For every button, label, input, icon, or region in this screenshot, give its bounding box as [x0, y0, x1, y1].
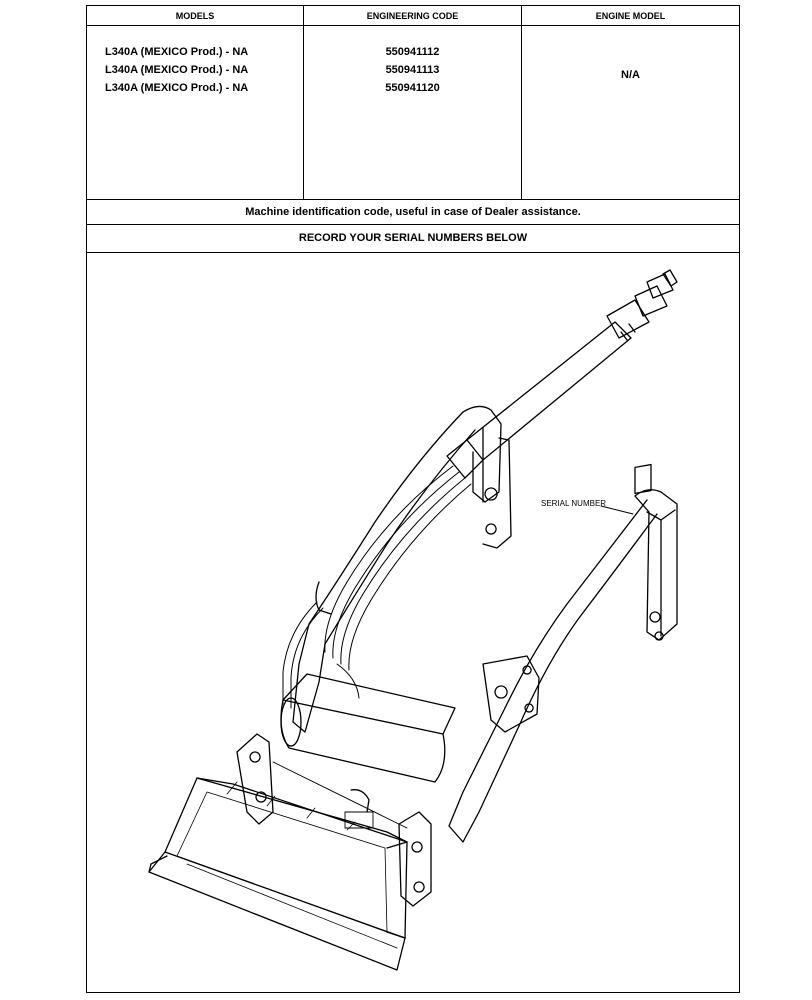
- hydraulic-hoses: [282, 465, 472, 709]
- engine-model-header: ENGINE MODEL: [595, 10, 666, 21]
- models-cell: L340A (MEXICO Prod.) - NA L340A (MEXICO …: [87, 25, 304, 199]
- model-entry: L340A (MEXICO Prod.) - NA: [105, 82, 249, 94]
- engineering-code-header: ENGINEERING CODE: [304, 6, 522, 25]
- engineering-code-entry: 550941112: [385, 46, 440, 58]
- engineering-code-entry: 550941113: [385, 64, 440, 76]
- engine-model-cell: N/A: [522, 25, 739, 199]
- identification-note: Machine identification code, useful in c…: [87, 199, 739, 225]
- front-loader-illustration: [148, 269, 678, 971]
- mid-frame-plate: [482, 655, 540, 733]
- serial-number-plate: [634, 463, 652, 495]
- model-entry: L340A (MEXICO Prod.) - NA: [105, 64, 249, 76]
- models-header: MODELS: [87, 6, 304, 25]
- left-lift-arm: [292, 405, 512, 733]
- models-list: L340A (MEXICO Prod.) - NA L340A (MEXICO …: [105, 43, 248, 97]
- bucket: [148, 777, 408, 971]
- loader-drawing: SERIAL NUMBER: [87, 252, 739, 992]
- engineering-code-cell: 550941112 550941113 550941120: [304, 25, 522, 199]
- engineering-code-list: 550941112 550941113 550941120: [304, 43, 521, 97]
- table-body-row: L340A (MEXICO Prod.) - NA L340A (MEXICO …: [87, 25, 739, 200]
- hydraulic-cylinder: [446, 269, 678, 479]
- serial-number-label: SERIAL NUMBER: [541, 499, 607, 508]
- serial-number-sheet: MODELS ENGINEERING CODE ENGINE MODEL L34…: [86, 5, 740, 993]
- bucket-mounts: [236, 733, 432, 907]
- engineering-code-entry: 550941120: [385, 82, 440, 94]
- model-entry: L340A (MEXICO Prod.) - NA: [105, 46, 249, 58]
- serial-number-leader: [600, 505, 634, 515]
- table-header-row: MODELS ENGINEERING CODE ENGINE MODEL: [87, 6, 739, 26]
- right-lift-arm: [448, 463, 678, 843]
- record-serial-heading: RECORD YOUR SERIAL NUMBERS BELOW: [87, 224, 739, 253]
- cross-tube: [280, 673, 456, 783]
- engine-model-value: N/A: [621, 69, 640, 81]
